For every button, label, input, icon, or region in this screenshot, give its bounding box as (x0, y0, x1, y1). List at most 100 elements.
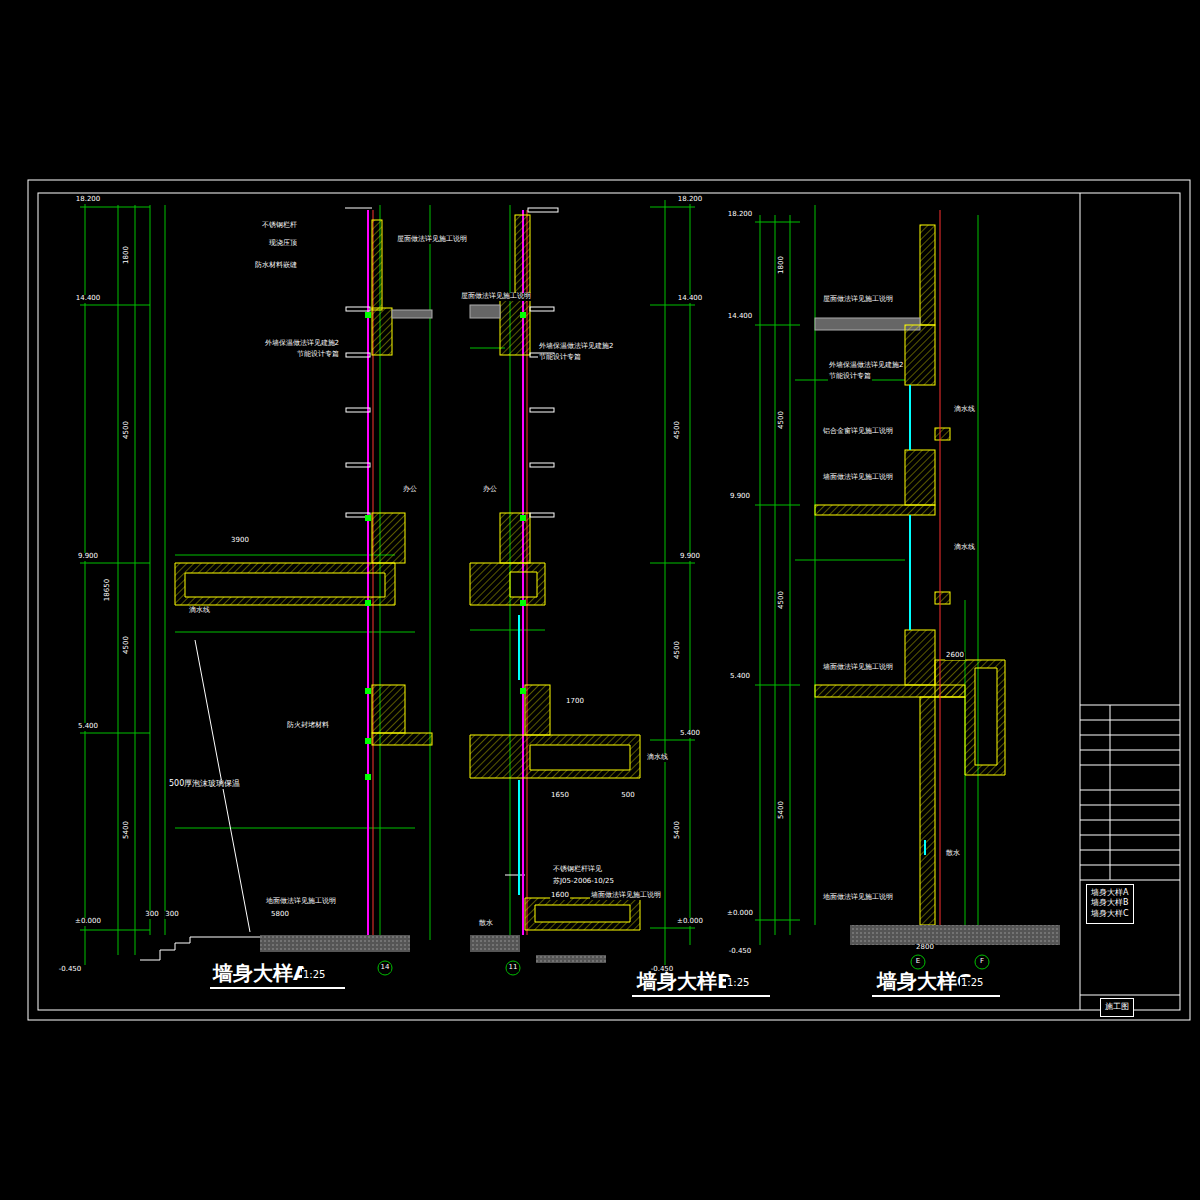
title-underlines (872, 995, 1000, 997)
wall-b (528, 208, 558, 517)
detail-b (650, 207, 695, 208)
wall-b (518, 780, 520, 895)
callout: 屋面做法详见施工说明 (460, 293, 532, 301)
dimension: 300 (144, 911, 159, 919)
wall-b (520, 312, 526, 694)
wall-b (470, 208, 640, 963)
detail-c (978, 215, 979, 935)
wall-a (346, 408, 370, 412)
wall-b (530, 513, 554, 517)
detail-b (650, 305, 695, 306)
axis-label: E (915, 958, 921, 966)
sheet-frame (1080, 805, 1180, 806)
sheet-frame (38, 193, 1180, 1010)
detail-a (175, 828, 415, 829)
wall-b (515, 215, 530, 300)
callout: 节能设计专篇 (538, 354, 582, 362)
wall-b (530, 463, 554, 467)
wall-b (525, 898, 640, 930)
detail-b (470, 200, 695, 965)
detail-c (755, 325, 800, 326)
axis-label: 11 (508, 964, 519, 972)
wall-c (940, 210, 941, 925)
sheet-frame (1080, 820, 1180, 821)
callout: 500厚泡沫玻璃保温 (168, 780, 241, 789)
detail-a (118, 205, 119, 955)
view-title: 墙身大样B (636, 970, 733, 992)
view-scale: 1:25 (302, 969, 326, 980)
elevation: 9.900 (679, 553, 701, 561)
callout: 防水材料嵌缝 (254, 262, 298, 270)
elevation: 18.200 (677, 196, 704, 204)
dimension: 2600 (945, 652, 965, 660)
elevation: ±0.000 (676, 918, 704, 926)
callout: 屋面做法详见施工说明 (822, 296, 894, 304)
axis-bubbles (378, 961, 392, 975)
dimension: 3900 (230, 537, 250, 545)
callout: 节能设计专篇 (828, 373, 872, 381)
detail-a (80, 207, 150, 208)
wall-a (365, 515, 371, 521)
detail-c (790, 215, 791, 935)
wall-b (536, 955, 606, 963)
wall-c (905, 450, 935, 505)
callout: 滴水线 (953, 406, 976, 414)
wall-b (500, 513, 530, 563)
dimension: 1800 (123, 245, 131, 265)
wall-c (909, 385, 911, 450)
detail-c (755, 205, 978, 945)
elevation: 5.400 (77, 723, 99, 731)
callout: 铝合金窗详见施工说明 (822, 428, 894, 436)
detail-b (650, 928, 695, 929)
callout: 外墙保温做法详见建施2 (538, 343, 614, 351)
wall-b (518, 615, 520, 895)
sheet-frame (1080, 765, 1180, 766)
wall-a (175, 210, 432, 952)
sheet-frame (1080, 735, 1180, 736)
wall-a (392, 310, 432, 318)
sheet-frame (1080, 193, 1081, 1010)
wall-b (470, 735, 640, 778)
wall-a (372, 308, 392, 355)
callout: 现浇压顶 (268, 240, 298, 248)
detail-a (80, 733, 150, 734)
wall-b (470, 563, 545, 605)
dimension: 500 (620, 792, 635, 800)
callout: 外墙保温做法详见建施2 (828, 362, 904, 370)
detail-a (140, 937, 260, 960)
sheet-frame (1080, 705, 1180, 706)
axis-bubbles (975, 955, 989, 969)
wall-c (815, 318, 920, 330)
wall-c (909, 515, 911, 630)
callout: 滴水线 (953, 544, 976, 552)
wall-b (518, 615, 520, 680)
elevation: 9.900 (77, 553, 99, 561)
callout: 防火封堵材料 (286, 722, 330, 730)
axis-bubbles (506, 961, 520, 975)
title-block-cell: 施工图 (1100, 998, 1134, 1017)
elevation: -0.450 (58, 966, 83, 974)
wall-a (365, 774, 371, 780)
detail-b (690, 200, 691, 945)
detail-c (795, 560, 905, 561)
elevation: -0.450 (728, 948, 753, 956)
wall-b (520, 515, 526, 521)
detail-a (80, 305, 150, 306)
elevation: 18.200 (75, 196, 102, 204)
wall-c (905, 325, 935, 385)
callout: 不锈钢栏杆详见 (552, 866, 603, 874)
wall-b (520, 688, 526, 694)
sheet-frame (28, 180, 1190, 1020)
title-block-cell: 墙身大样A墙身大样B墙身大样C (1086, 884, 1134, 924)
title-block-text: 墙身大样A (1091, 888, 1129, 898)
detail-c (755, 685, 800, 686)
detail-a (345, 208, 372, 209)
wall-a (372, 513, 405, 563)
detail-b (650, 563, 695, 564)
wall-a (372, 220, 382, 310)
elevation: 14.400 (677, 295, 704, 303)
sheet-frame (28, 180, 1190, 1020)
wall-c (850, 925, 1060, 945)
